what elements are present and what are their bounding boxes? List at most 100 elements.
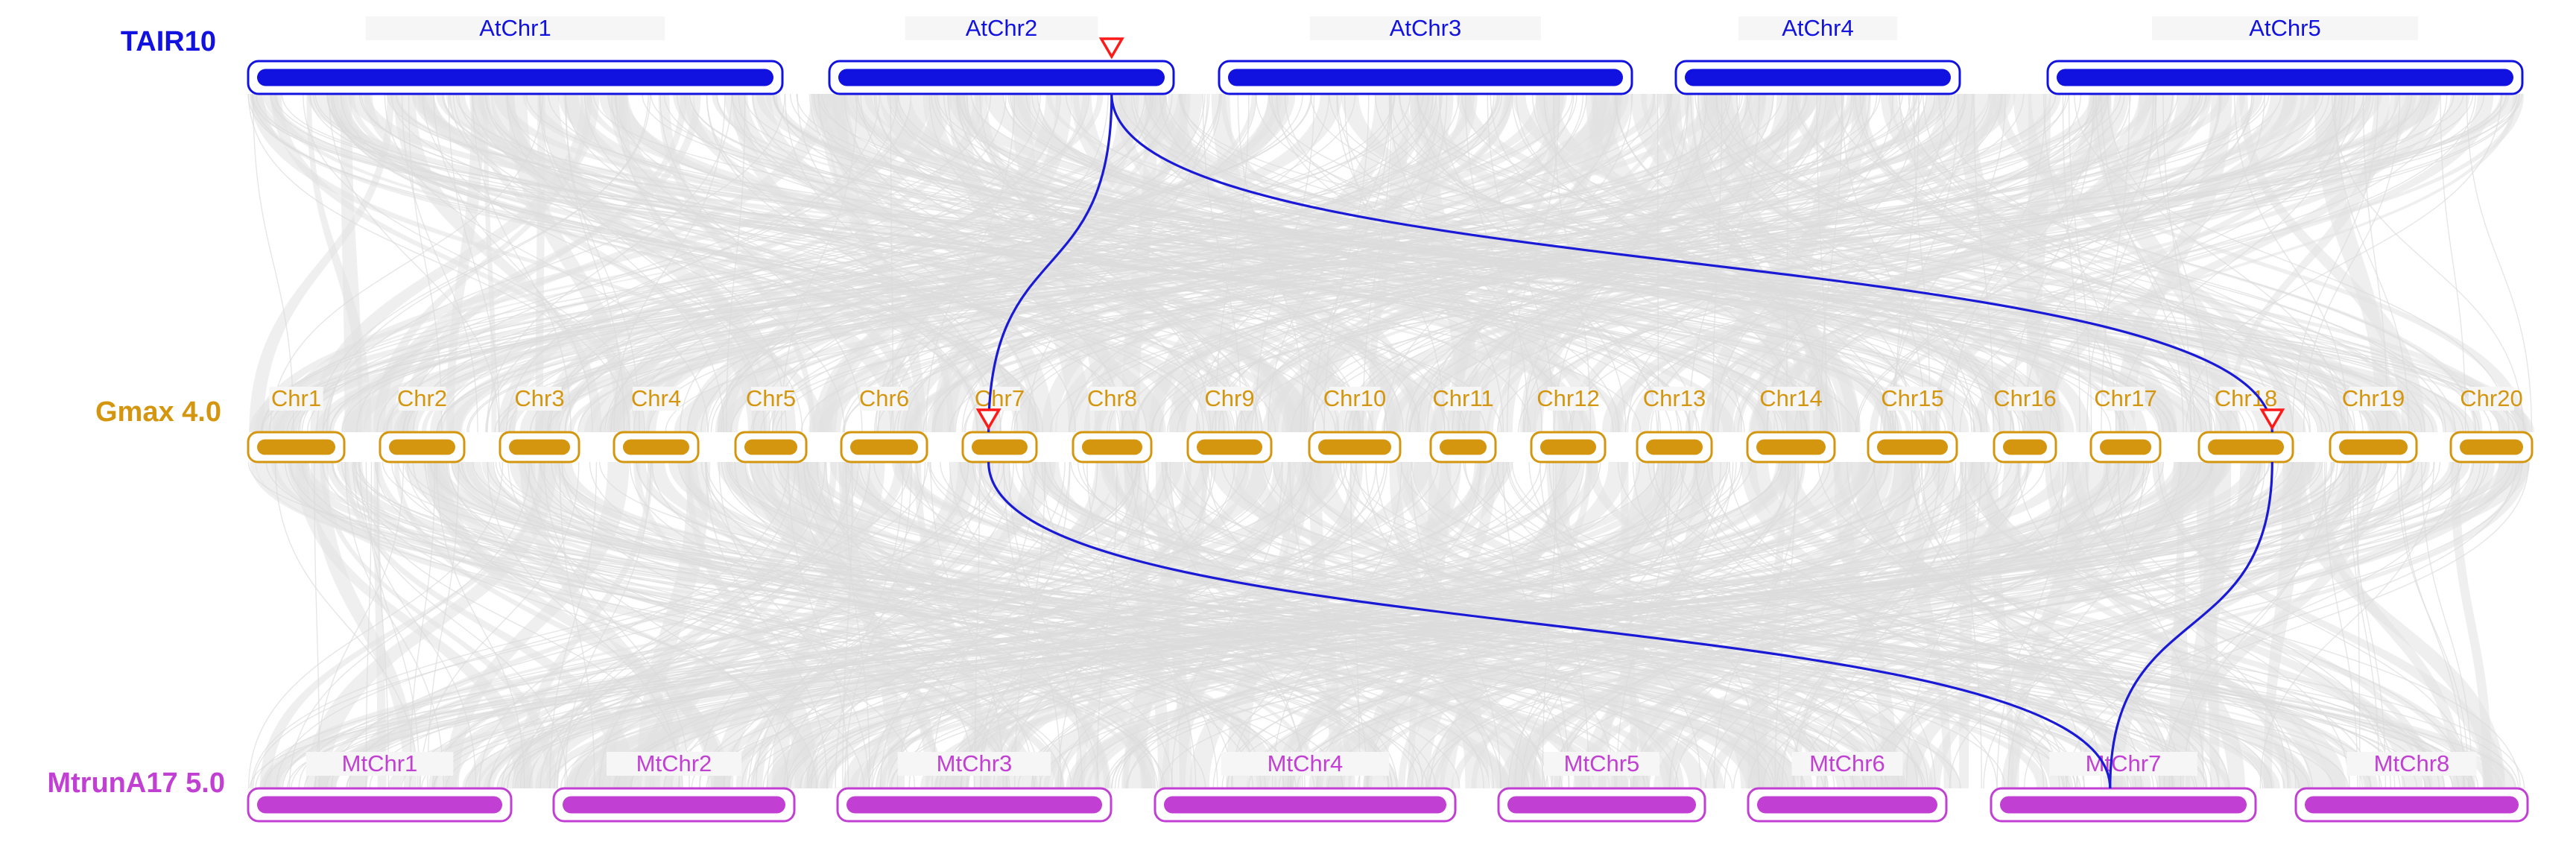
background-synteny-link [329, 93, 1671, 433]
background-synteny-link [1133, 93, 1895, 433]
background-synteny-link [2017, 461, 2297, 789]
background-synteny-link [564, 93, 640, 433]
background-synteny-ribbon [687, 462, 1156, 788]
background-synteny-link [738, 93, 1325, 433]
chromosome-label-band [2219, 387, 2273, 411]
background-synteny-link [2357, 461, 2361, 789]
background-synteny-ribbon [948, 94, 1091, 432]
background-synteny-link [706, 461, 1632, 789]
background-synteny-link [264, 461, 2012, 789]
background-synteny-link [1820, 93, 1843, 433]
background-synteny-link [1406, 461, 2110, 789]
background-synteny-ribbon [818, 94, 1610, 432]
background-synteny-ribbon [597, 462, 819, 788]
background-synteny-link [255, 461, 1729, 789]
chromosome-label-band [2049, 752, 2197, 776]
background-synteny-link [448, 93, 500, 433]
background-synteny-link [1428, 461, 2370, 789]
background-synteny-link [806, 461, 2475, 789]
background-synteny-link [629, 461, 1254, 789]
chromosome-label-band [1653, 387, 1695, 411]
chromosome-bar [563, 796, 785, 814]
background-synteny-link [357, 461, 1733, 789]
background-synteny-link [2074, 93, 2510, 433]
chromosome-name: MtChr6 [1809, 750, 1885, 776]
background-synteny-link [314, 461, 405, 789]
background-synteny-ribbon [270, 94, 645, 432]
background-synteny-link [1869, 461, 2369, 789]
chromosome-bar [1540, 439, 1596, 455]
background-synteny-link [1255, 93, 1315, 433]
background-synteny-link [287, 461, 2270, 789]
background-synteny-ribbon [311, 462, 417, 788]
background-synteny-ribbon [554, 462, 1885, 788]
background-synteny-link [1458, 93, 1822, 433]
background-synteny-link [2118, 93, 2343, 433]
chromosome-name: Chr20 [2460, 385, 2522, 411]
genome-label: TAIR10 [121, 26, 216, 57]
background-synteny-link [1262, 461, 2273, 789]
background-synteny-ribbon [1850, 462, 2176, 788]
background-synteny-ribbon [2013, 94, 2294, 432]
highlight-synteny-link [987, 93, 1113, 433]
chromosome-label-band [750, 387, 791, 411]
chromosome-name: Chr12 [1537, 385, 1599, 411]
chromosome-name: AtChr4 [1782, 15, 1853, 41]
background-synteny-link [1690, 93, 1824, 433]
background-synteny-link [1711, 461, 2045, 789]
background-synteny-link [2117, 461, 2205, 789]
background-synteny-link [1221, 461, 2029, 789]
background-synteny-link [564, 93, 1356, 433]
background-synteny-link [2362, 93, 2388, 433]
background-synteny-link [1165, 93, 2122, 433]
background-synteny-link [1031, 461, 1699, 789]
background-synteny-link [855, 93, 1690, 433]
background-synteny-ribbon [249, 94, 1662, 432]
background-synteny-ribbon [465, 462, 1770, 788]
background-synteny-link [956, 93, 1361, 433]
background-synteny-link [1327, 461, 2489, 789]
background-synteny-link [876, 93, 1109, 433]
chromosome-bar [257, 69, 773, 86]
chromosome-label-band [607, 752, 741, 776]
background-synteny-ribbon [478, 94, 1037, 432]
chromosome-label-band [306, 752, 454, 776]
background-synteny-link [663, 93, 2001, 433]
background-synteny-link [322, 93, 785, 433]
background-synteny-link [1164, 461, 2431, 789]
background-synteny-link [617, 461, 1876, 789]
background-synteny-ribbon [287, 462, 1863, 788]
background-synteny-ribbon [539, 94, 797, 432]
background-synteny-link [1159, 93, 1680, 433]
background-synteny-ribbon [1706, 462, 2496, 788]
background-synteny-link [876, 93, 2100, 433]
background-synteny-ribbon [2026, 94, 2410, 432]
background-synteny-link [408, 93, 443, 433]
background-synteny-link [330, 93, 1044, 433]
background-synteny-link [1705, 461, 2136, 789]
background-synteny-link [705, 461, 1042, 789]
chromosome-label-band [1329, 387, 1381, 411]
chromosome-label-band [1221, 752, 1390, 776]
chromosome-label-band [1766, 387, 1816, 411]
gene-markers [975, 37, 2285, 431]
chromosome-label-band [2349, 387, 2398, 411]
background-synteny-link [331, 461, 1005, 789]
background-synteny-link [750, 93, 2207, 433]
background-synteny-ribbon [469, 94, 768, 432]
background-synteny-link [1653, 461, 2174, 789]
chromosome-label-band [860, 387, 908, 411]
background-synteny-link [344, 461, 445, 789]
background-synteny-link [1846, 461, 2142, 789]
background-synteny-link [929, 461, 2454, 789]
gene-marker-triangle-icon [2259, 408, 2285, 431]
background-synteny-link [306, 93, 1573, 433]
background-synteny-link [270, 93, 543, 433]
background-synteny-link [1218, 93, 1749, 433]
background-synteny-link [251, 93, 1276, 433]
background-synteny-link [403, 93, 912, 433]
genome-label: Gmax 4.0 [95, 396, 221, 428]
background-synteny-link [2075, 461, 2530, 789]
background-synteny-ribbon [421, 94, 1844, 432]
